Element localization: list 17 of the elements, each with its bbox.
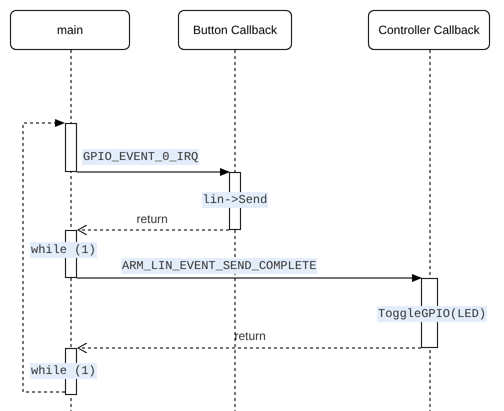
message-label: ARM_LIN_EVENT_SEND_COMPLETE	[121, 258, 318, 274]
message-arrow	[76, 168, 230, 176]
message-label: GPIO_EVENT_0_IRQ	[82, 149, 200, 165]
code-label: lin->Send	[202, 192, 268, 208]
message-label: return	[136, 212, 168, 226]
code-label: while (1)	[30, 363, 97, 379]
message-label: return	[234, 329, 266, 343]
code-label: while (1)	[30, 242, 97, 258]
participant-box: main	[10, 10, 130, 50]
code-label: ToggleGPIO(LED)	[377, 306, 488, 322]
message-arrow	[76, 274, 422, 282]
participant-box: Controller Callback	[368, 10, 490, 50]
return-arrow	[78, 224, 230, 236]
return-arrow	[78, 342, 422, 354]
participant-box: Button Callback	[178, 10, 292, 50]
return-arrow	[22, 119, 66, 392]
activation-bar	[65, 123, 77, 172]
